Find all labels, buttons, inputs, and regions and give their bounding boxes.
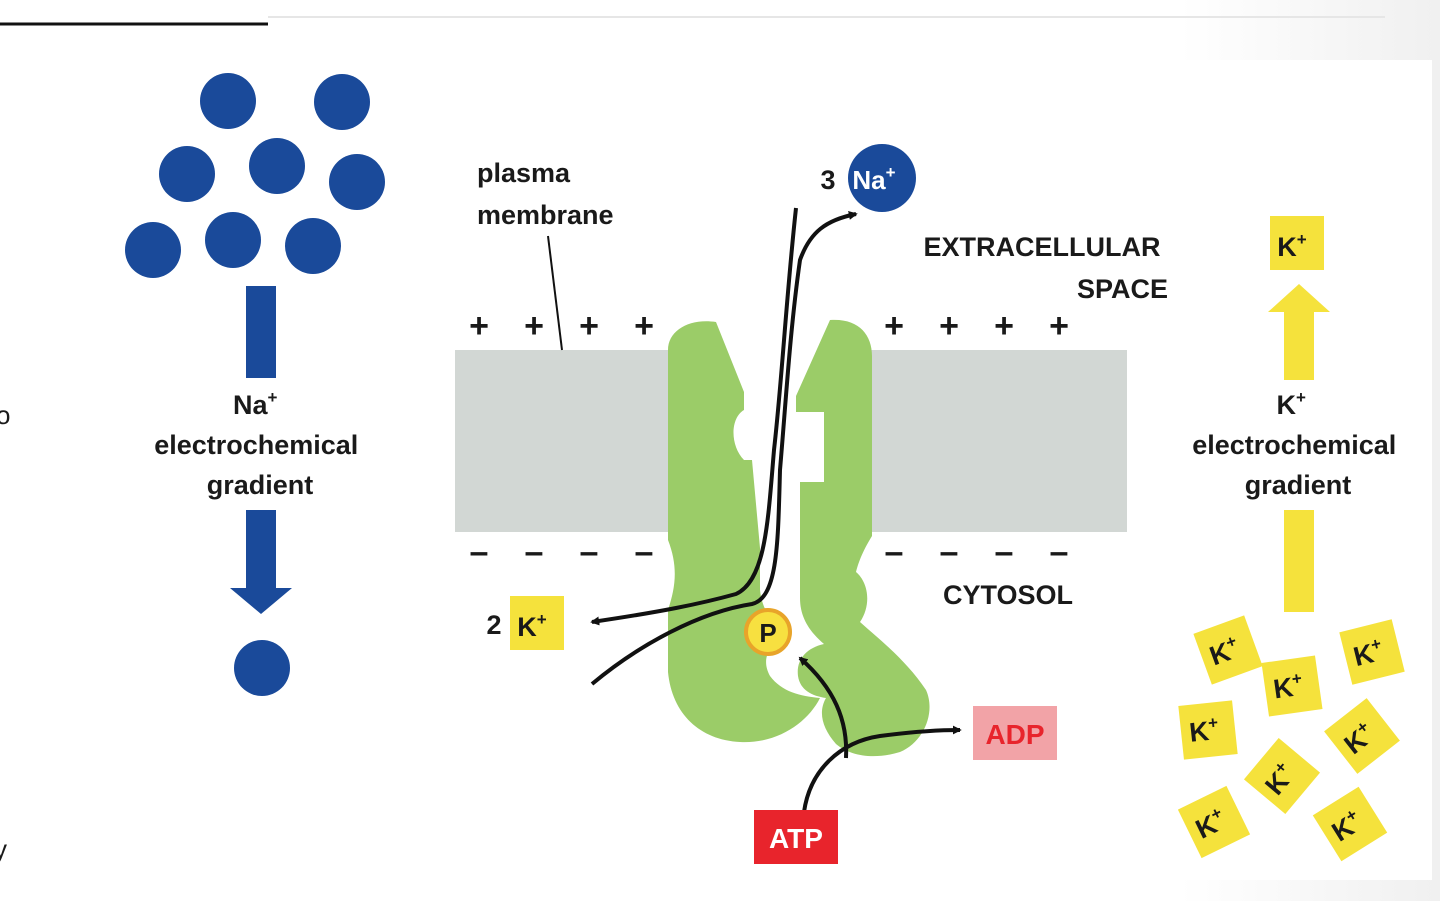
potassium-ion-top-label: K+	[1277, 230, 1307, 262]
potassium-ion-label: K+	[1188, 713, 1221, 748]
potassium-ion-box	[1243, 737, 1321, 815]
k-gradient-label: K+ electrochemical gradient	[1192, 379, 1404, 500]
potassium-ion: K+	[1324, 698, 1400, 774]
positive-charge: +	[994, 307, 1014, 345]
na-gradient-label: Na+ electrochemical gradient	[154, 379, 366, 500]
potassium-ion-box	[1193, 615, 1263, 685]
potassium-ion-imported	[510, 596, 564, 650]
sodium-path-line	[590, 207, 798, 626]
membrane-left	[455, 350, 685, 532]
sodium-ion	[200, 73, 256, 129]
sodium-count: 3	[820, 165, 835, 195]
positive-charge: +	[634, 307, 654, 345]
edge-fragment-o: o	[0, 400, 10, 430]
sodium-ion	[314, 74, 370, 130]
potassium-ion: K+	[1178, 700, 1238, 760]
adp-box	[973, 706, 1057, 760]
positive-charge: +	[524, 307, 544, 345]
pump-right-subunit	[796, 319, 930, 757]
potassium-ion-cluster: K+ K+ K+ K+ K+ K+ K+ K+	[1177, 615, 1405, 862]
membrane-label-leader	[547, 235, 563, 351]
outside-positive-charges: + + + + + + + +	[469, 307, 1069, 345]
na-gradient-arrow-shaft-top	[246, 286, 276, 378]
k-gradient-arrowhead	[1268, 284, 1330, 312]
k-gradient-arrow-shaft-bottom	[1284, 510, 1314, 612]
negative-charge: –	[995, 533, 1014, 571]
negative-charge: –	[1050, 533, 1069, 571]
potassium-ion: K+	[1312, 786, 1388, 862]
adp-label: ADP	[985, 719, 1044, 750]
negative-charge: –	[635, 533, 654, 571]
na-gradient-arrow-shaft-bottom	[246, 510, 276, 590]
positive-charge: +	[939, 307, 959, 345]
potassium-ion-box	[1312, 786, 1388, 862]
sodium-ion-exported	[848, 144, 916, 212]
negative-charge: –	[580, 533, 599, 571]
sodium-ion	[125, 222, 181, 278]
sodium-ion	[205, 212, 261, 268]
potassium-ion-box	[1177, 785, 1251, 859]
sodium-ion	[249, 138, 305, 194]
edge-fragment-y: y	[0, 834, 7, 864]
negative-charge: –	[885, 533, 904, 571]
cytosol-label: CYTOSOL	[943, 580, 1073, 610]
atp-label: ATP	[769, 823, 823, 854]
membrane-right	[855, 350, 1127, 532]
potassium-ion-box	[1324, 698, 1400, 774]
potassium-ion: K+	[1261, 655, 1323, 717]
inside-negative-charges: – – – – – – – –	[470, 533, 1069, 571]
extracellular-space-label: EXTRACELLULAR SPACE	[923, 232, 1168, 304]
potassium-ion-top	[1270, 216, 1324, 270]
negative-charge: –	[470, 533, 489, 571]
negative-charge: –	[940, 533, 959, 571]
potassium-ion: K+	[1193, 615, 1263, 685]
positive-charge: +	[579, 307, 599, 345]
sodium-ion	[285, 218, 341, 274]
k-gradient-arrow-shaft-top	[1284, 310, 1314, 380]
potassium-ion-label: K+	[1271, 669, 1305, 705]
positive-charge: +	[884, 307, 904, 345]
potassium-count: 2	[486, 610, 501, 640]
potassium-ion-label: K+	[517, 610, 547, 642]
atp-to-adp-arrow	[802, 725, 962, 813]
sodium-ion-cluster	[125, 73, 385, 278]
sodium-ion	[159, 146, 215, 202]
potassium-ion-box	[1261, 655, 1323, 717]
sodium-ion-low	[234, 640, 290, 696]
potassium-ion: K+	[1177, 785, 1251, 859]
potassium-ion: K+	[1243, 737, 1321, 815]
potassium-ion-box	[1178, 700, 1238, 760]
negative-charge: –	[525, 533, 544, 571]
potassium-path-line	[590, 211, 858, 686]
potassium-ion-box	[1339, 619, 1405, 685]
plasma-membrane-label: plasma membrane	[477, 158, 614, 230]
sodium-ion-label: Na+	[852, 163, 895, 195]
positive-charge: +	[1049, 307, 1069, 345]
phosphate-label: P	[759, 618, 776, 648]
sodium-ion	[329, 154, 385, 210]
potassium-ion: K+	[1339, 619, 1405, 685]
atp-box	[754, 810, 838, 864]
phosphate-group	[744, 608, 792, 656]
na-gradient-arrowhead	[230, 588, 292, 614]
positive-charge: +	[469, 307, 489, 345]
